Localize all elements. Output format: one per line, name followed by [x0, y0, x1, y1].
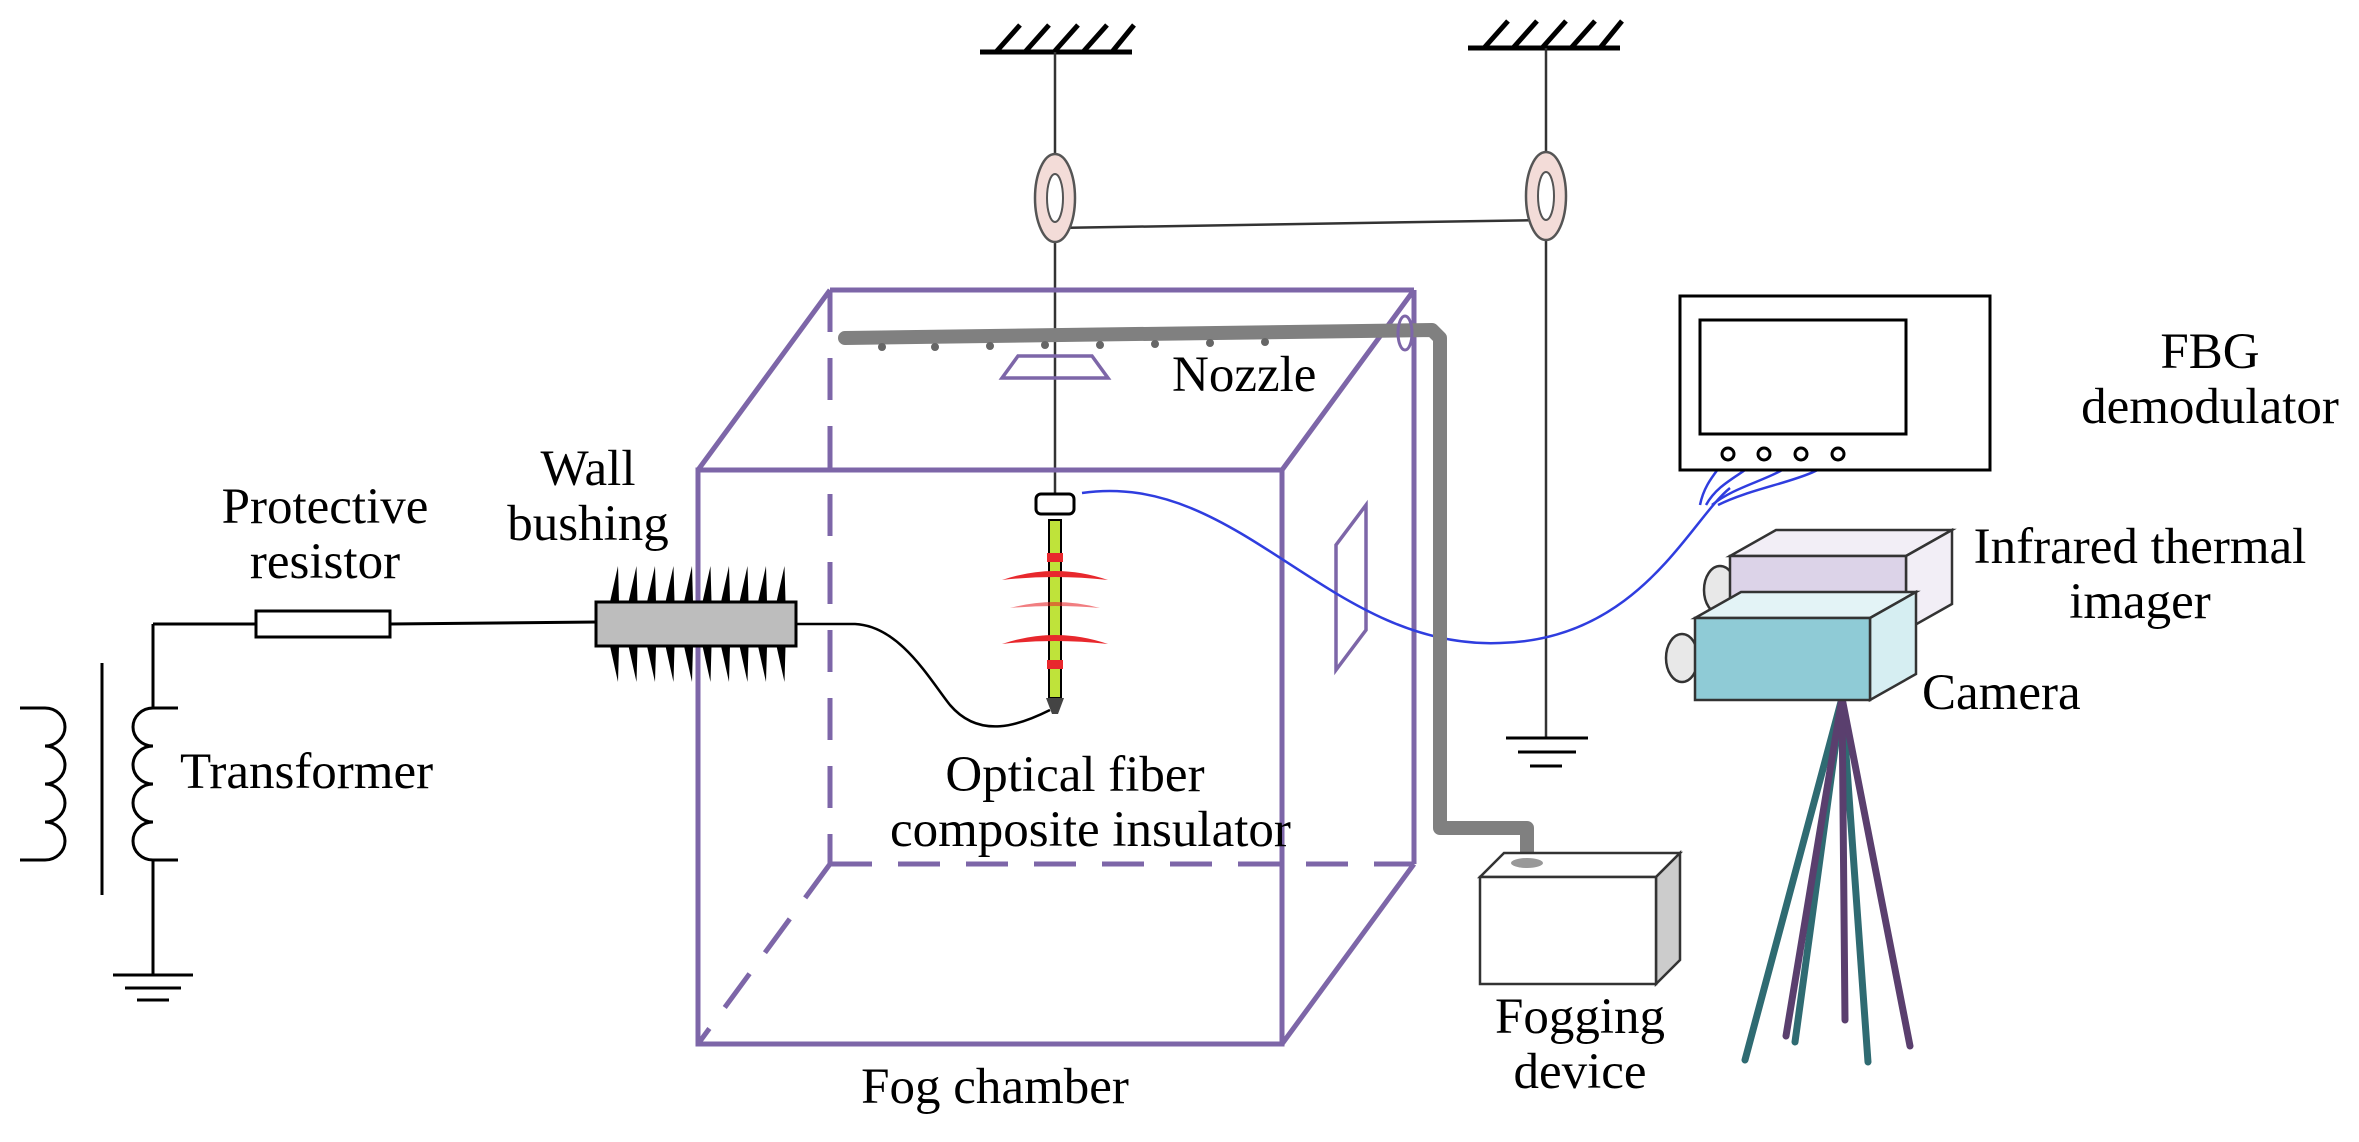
- transformer-label: Transformer: [180, 744, 434, 800]
- bushing-shed: [684, 646, 693, 682]
- protective-resistor-label: Protective resistor: [221, 479, 429, 590]
- optical-fiber-insulator-symbol: [1002, 492, 1108, 714]
- wall-bushing-label: Wall bushing: [507, 441, 669, 552]
- camera-label: Camera: [1922, 665, 2081, 721]
- nozzle-pipe: [838, 323, 1534, 864]
- hv-lead: [796, 622, 1051, 728]
- current-transformer-right: [1524, 150, 1568, 242]
- bushing-shed: [739, 566, 749, 602]
- optical-fiber-cable: [1081, 487, 1731, 645]
- circuit-wiring: [100, 620, 599, 975]
- bushing-shed: [610, 566, 619, 602]
- bushing-shed: [776, 646, 786, 682]
- wall-bushing-symbol: [594, 566, 798, 682]
- pipe-wall-penetration: [1396, 314, 1414, 352]
- bushing-shed: [721, 646, 730, 682]
- bushing-shed: [721, 566, 730, 602]
- infrared-thermal-imager-label: Infrared thermal imager: [1973, 519, 2307, 630]
- optical-fiber-composite-insulator-label: Optical fiber composite insulator: [890, 747, 1291, 858]
- nozzle-heads: [878, 338, 1269, 351]
- fogging-device-label: Fogging device: [1494, 989, 1666, 1100]
- bushing-shed: [610, 646, 619, 682]
- bushing-shed: [758, 566, 767, 602]
- fbg-demodulator-symbol: [1678, 294, 1992, 472]
- bushing-shed: [702, 566, 712, 602]
- fbg-demodulator-label: FBG demodulator: [2081, 324, 2339, 435]
- bushing-shed: [739, 646, 749, 682]
- bushing-shed: [628, 566, 638, 602]
- fog-chamber-label: Fog chamber: [861, 1059, 1129, 1115]
- bushing-shed: [702, 646, 712, 682]
- current-transformer-left: [1033, 152, 1077, 244]
- bushing-shed: [628, 646, 638, 682]
- bushing-shed: [758, 646, 767, 682]
- nozzle-label: Nozzle: [1172, 347, 1317, 403]
- tripod: [1741, 694, 1914, 1066]
- ceiling-anchor-left: [980, 23, 1136, 55]
- fogging-device-symbol: [1476, 849, 1684, 988]
- bushing-shed: [665, 646, 675, 682]
- bushing-shed: [684, 566, 693, 602]
- bushing-shed: [665, 566, 675, 602]
- bushing-shed: [647, 566, 656, 602]
- transformer-symbol: [20, 706, 178, 862]
- ground-symbol-left: [113, 973, 193, 1002]
- protective-resistor-symbol: [254, 609, 392, 639]
- bushing-shed: [647, 646, 656, 682]
- ceiling-anchor-right: [1468, 19, 1624, 51]
- fog-chamber: [695, 287, 1417, 1047]
- camera-symbol: [1664, 589, 1921, 703]
- bushing-shed: [776, 566, 786, 602]
- ground-symbol-right: [1506, 736, 1588, 768]
